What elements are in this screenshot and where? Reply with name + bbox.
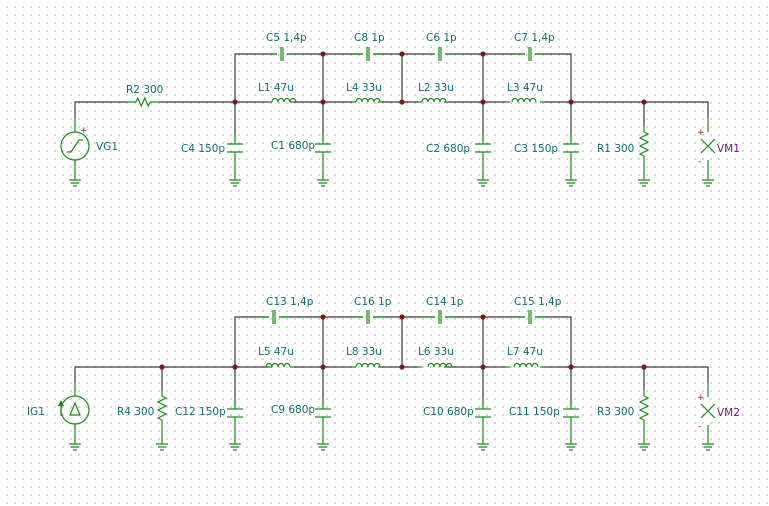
voltage-source-vg1[interactable] [60, 131, 90, 161]
ground-icon [69, 443, 81, 451]
label-l1: L1 47u [258, 82, 294, 94]
capacitor-c6[interactable] [438, 47, 442, 61]
capacitor-c2[interactable] [475, 143, 491, 153]
label-r1: R1 300 [597, 143, 634, 155]
label-l3: L3 47u [507, 82, 543, 94]
capacitor-c1[interactable] [315, 143, 331, 153]
plus-sign: + [80, 126, 88, 136]
label-c2: C2 680p [426, 143, 470, 155]
circuit-1: R2 300 C5 1,4p C8 1p C6 1p C7 1,4p L1 47… [60, 32, 740, 187]
ground-icon [565, 179, 577, 187]
inductor-l2[interactable] [421, 97, 447, 103]
capacitor-c3[interactable] [563, 143, 579, 153]
ground-icon [638, 443, 650, 451]
label-l5: L5 47u [258, 346, 294, 358]
plus-sign: + [697, 128, 705, 138]
capacitor-c16[interactable] [366, 310, 370, 324]
label-c1: C1 680p [271, 140, 315, 152]
label-c9: C9 680p [271, 404, 315, 416]
capacitor-c12[interactable] [227, 408, 243, 418]
label-l2: L2 33u [418, 82, 454, 94]
label-l7: L7 47u [507, 346, 543, 358]
resistor-r4[interactable] [156, 395, 168, 421]
label-c3: C3 150p [514, 143, 558, 155]
ground-icon [638, 179, 650, 187]
capacitor-c14[interactable] [438, 310, 442, 324]
inductor-l3[interactable] [511, 97, 537, 103]
label-l6: L6 33u [418, 346, 454, 358]
capacitor-c13[interactable] [272, 310, 276, 324]
resistor-r3[interactable] [638, 395, 650, 421]
capacitor-c4[interactable] [227, 143, 243, 153]
ground-icon [229, 443, 241, 451]
inductor-l4[interactable] [355, 97, 381, 103]
capacitor-c5[interactable] [280, 47, 284, 61]
inductor-l6[interactable] [427, 362, 453, 368]
capacitor-c8[interactable] [366, 47, 370, 61]
ground-icon [702, 179, 714, 187]
label-c12: C12 150p [175, 406, 226, 418]
label-r3: R3 300 [597, 406, 634, 418]
capacitor-c10[interactable] [475, 408, 491, 418]
label-r2: R2 300 [126, 84, 163, 96]
inductor-l1[interactable] [271, 97, 297, 103]
label-vg1: VG1 [96, 141, 118, 153]
label-c4: C4 150p [181, 143, 225, 155]
label-vm1: VM1 [717, 143, 740, 155]
capacitor-c15[interactable] [528, 310, 532, 324]
minus-sign: - [698, 422, 701, 432]
label-c7: C7 1,4p [514, 32, 555, 44]
circuit-2: C13 1,4p C16 1p C14 1p C15 1,4p L5 47u L… [27, 296, 740, 451]
inductor-l7[interactable] [513, 362, 539, 368]
label-c13: C13 1,4p [266, 296, 314, 308]
label-l4: L4 33u [346, 82, 382, 94]
minus-sign: - [698, 157, 701, 167]
resistor-r1[interactable] [638, 131, 650, 157]
label-l8: L8 33u [346, 346, 382, 358]
voltmeter-vm1[interactable] [700, 138, 716, 154]
ground-icon [477, 179, 489, 187]
label-r4: R4 300 [117, 406, 154, 418]
label-c14: C14 1p [426, 296, 464, 308]
ground-icon [565, 443, 577, 451]
voltmeter-vm2[interactable] [700, 403, 716, 419]
inductor-l5[interactable] [265, 362, 291, 368]
label-c5: C5 1,4p [266, 32, 307, 44]
label-c10: C10 680p [423, 406, 474, 418]
label-vm2: VM2 [717, 407, 740, 419]
label-c16: C16 1p [354, 296, 392, 308]
capacitor-c7[interactable] [528, 47, 532, 61]
capacitor-c9[interactable] [315, 408, 331, 418]
ground-icon [317, 179, 329, 187]
label-c8: C8 1p [354, 32, 385, 44]
label-ig1: IG1 [27, 406, 45, 418]
ground-icon [317, 443, 329, 451]
label-c15: C15 1,4p [514, 296, 562, 308]
resistor-r2[interactable] [135, 96, 151, 108]
ground-icon [229, 179, 241, 187]
label-c6: C6 1p [426, 32, 457, 44]
ground-icon [69, 179, 81, 187]
ground-icon [477, 443, 489, 451]
inductor-l8[interactable] [355, 362, 381, 368]
label-c11: C11 150p [509, 406, 560, 418]
ground-icon [702, 443, 714, 451]
ground-icon [156, 443, 168, 451]
capacitor-c11[interactable] [563, 408, 579, 418]
current-source-ig1[interactable] [58, 395, 90, 425]
plus-sign: + [697, 393, 705, 403]
